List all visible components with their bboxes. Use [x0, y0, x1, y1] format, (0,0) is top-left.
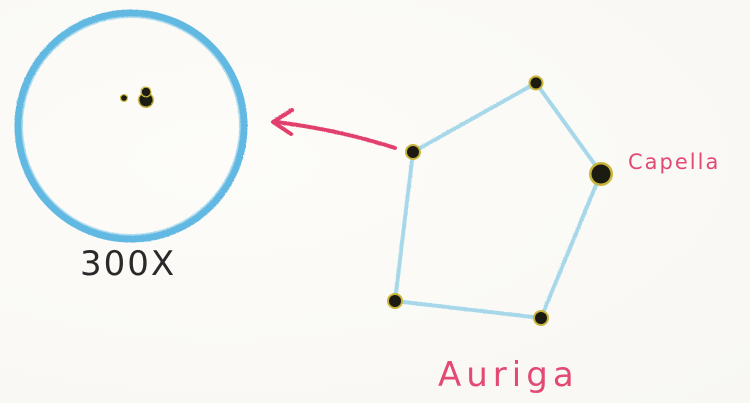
- star-upper-left: [405, 144, 421, 160]
- constellation-lines: [395, 83, 601, 318]
- arrow-left-icon: [273, 110, 395, 148]
- constellation-name-label: Auriga: [438, 355, 579, 395]
- star-lower-left: [387, 293, 403, 309]
- star-name-label: Capella: [628, 150, 720, 174]
- star-capella: [589, 162, 613, 186]
- eyepiece-ring: [18, 13, 244, 239]
- magnification-label: 300X: [80, 244, 176, 284]
- magnified-star: [120, 87, 154, 109]
- constellation-stars: [387, 76, 613, 327]
- eyepiece-view-icon: [18, 13, 244, 239]
- star-lower-right: [533, 310, 549, 326]
- star-top: [529, 76, 544, 91]
